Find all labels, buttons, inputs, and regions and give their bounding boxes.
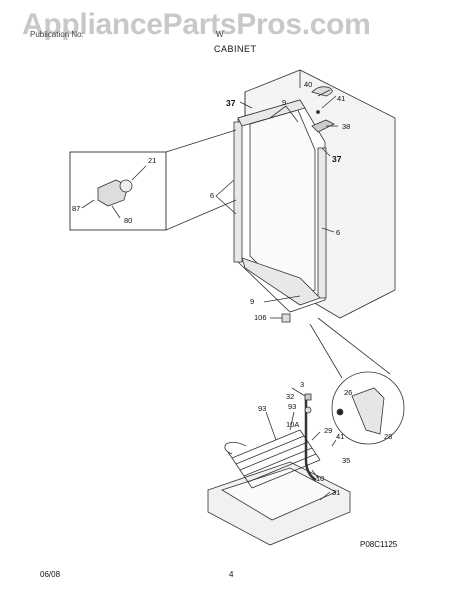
wire-harness — [224, 442, 247, 455]
callout-87: 87 — [72, 204, 81, 213]
callout-10: 10 — [316, 474, 325, 483]
breaker-strip-bottom — [241, 257, 321, 306]
hinge-top — [311, 119, 335, 133]
bracket-detail — [351, 387, 385, 435]
callout-106: 106 — [254, 313, 267, 322]
hinge-screw — [316, 110, 320, 114]
callout-37-right: 37 — [332, 154, 342, 164]
callout-3: 3 — [300, 380, 305, 389]
callout-9-top: 9 — [282, 98, 287, 107]
callout-6-right: 6 — [336, 228, 341, 237]
watermark-text: AppliancePartsPros.com — [22, 8, 371, 41]
callout-40: 40 — [304, 80, 313, 89]
callout-93-left: 93 — [258, 404, 267, 413]
callout-32: 32 — [286, 392, 295, 401]
callout-35: 35 — [342, 456, 351, 465]
diagram-code: P08C1125 — [360, 540, 398, 549]
callout-38: 38 — [342, 122, 351, 131]
callout-9-bottom: 9 — [250, 297, 255, 306]
inset-bushing — [119, 179, 133, 193]
breaker-strip-left — [233, 121, 243, 263]
callout-10a: 10A — [286, 420, 300, 429]
hinge-cover-top — [311, 86, 333, 97]
condenser-coil — [227, 429, 321, 489]
footer-page-number: 4 — [229, 570, 234, 579]
callout-80: 80 — [124, 216, 133, 225]
callout-93-right: 93 — [288, 402, 297, 411]
breaker-strip-right — [317, 147, 327, 299]
callout-37-top: 37 — [226, 98, 236, 108]
callout-41-top: 41 — [337, 94, 346, 103]
drain-plug — [304, 393, 312, 401]
callout-41-bottom: 41 — [336, 432, 345, 441]
callout-26: 26 — [344, 388, 353, 397]
tag-label — [281, 313, 291, 323]
drain-cap — [304, 406, 312, 414]
callout-28: 28 — [384, 432, 393, 441]
callout-29: 29 — [324, 426, 333, 435]
breaker-strip-top — [237, 99, 306, 127]
footer-date: 06/08 — [40, 570, 61, 579]
callout-4: 4 — [338, 408, 343, 417]
publication-label: Publication No: — [30, 30, 84, 39]
callout-31: 31 — [332, 488, 341, 497]
callout-6-left: 6 — [210, 191, 215, 200]
model-label: W — [216, 30, 224, 39]
callout-21: 21 — [148, 156, 157, 165]
section-title: CABINET — [214, 44, 257, 54]
drain-tube — [304, 398, 317, 482]
